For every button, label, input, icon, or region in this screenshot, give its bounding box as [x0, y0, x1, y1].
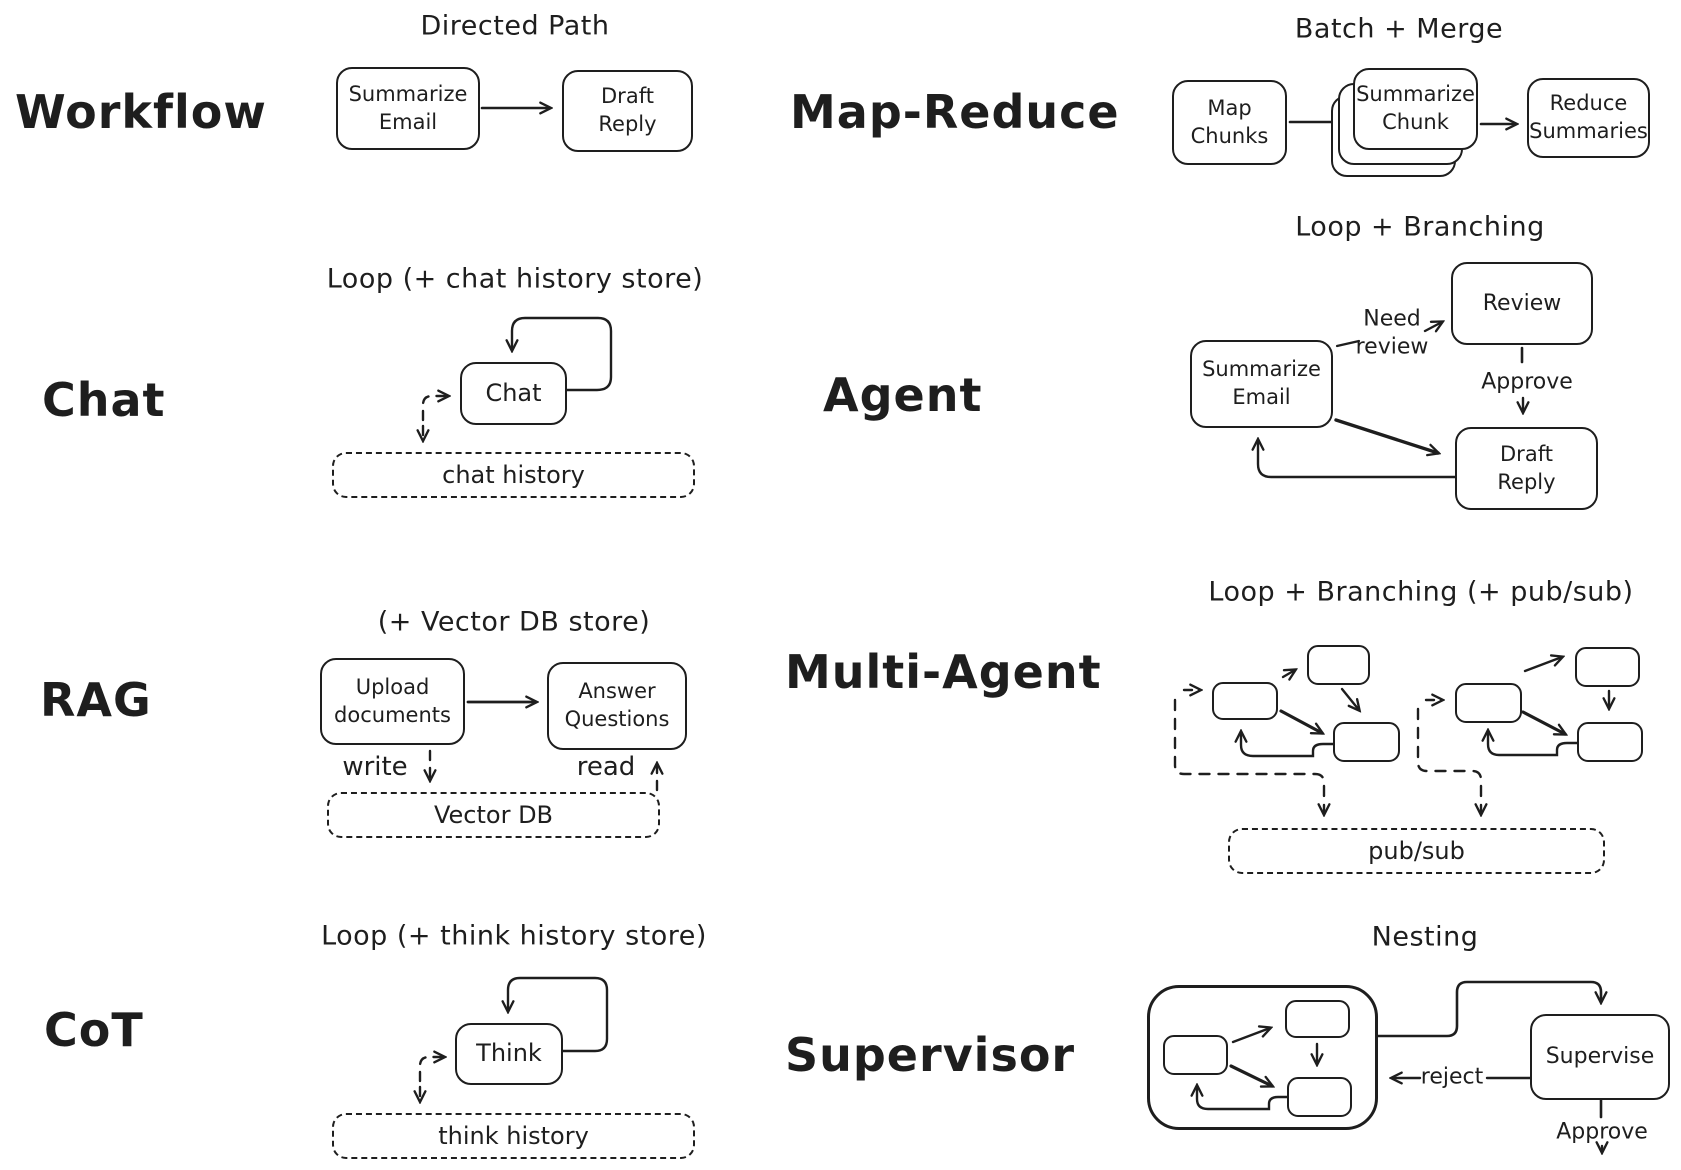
workflow-node-draft-reply: Draft Reply [562, 70, 693, 152]
supervisor-edge-label-approve: Approve [1556, 1119, 1648, 1145]
section-label-cot: CoT [44, 1003, 144, 1057]
section-label-supervisor: Supervisor [785, 1028, 1076, 1082]
sup-out-to-supervise-arrow [1376, 980, 1601, 1038]
agent-draft-return-arrow [1258, 440, 1457, 479]
ma1-node-top [1307, 645, 1370, 685]
ma2-node-top [1575, 647, 1640, 687]
section-title-agent: Loop + Branching [1295, 211, 1545, 243]
sup-loop-arrow [1197, 1086, 1289, 1111]
mapreduce-node-reduce-summaries: Reduce Summaries [1527, 78, 1650, 158]
agent-node-review: Review [1451, 262, 1593, 345]
ma2-left-to-top-arrow [1523, 657, 1562, 673]
chat-loop-arrow [512, 316, 613, 392]
rag-edge-label-write: write [342, 751, 408, 782]
cot-node-think: Think [455, 1023, 563, 1085]
section-title-rag: (+ Vector DB store) [377, 606, 651, 638]
ma1-node-left [1212, 682, 1278, 720]
ma1-left-to-top-arrow [1281, 670, 1295, 677]
section-title-multi-agent: Loop + Branching (+ pub/sub) [1208, 576, 1634, 608]
ma2-loop-arrow [1488, 731, 1579, 757]
section-label-rag: RAG [40, 673, 152, 727]
supervisor-inner-node-top [1285, 1000, 1350, 1038]
ma1-node-bottom [1333, 722, 1400, 762]
chat-read-dashed-arrow [421, 396, 448, 422]
supervisor-nested-container [1147, 985, 1378, 1130]
cot-think-history-store: think history [332, 1113, 695, 1159]
agent-edge-label-approve: Approve [1481, 369, 1573, 395]
rag-vector-db-store: Vector DB [327, 792, 660, 838]
section-title-supervisor: Nesting [1371, 921, 1479, 953]
cot-read-dashed-arrow [418, 1057, 444, 1083]
section-title-workflow: Directed Path [420, 10, 610, 42]
section-label-chat: Chat [42, 373, 166, 427]
supervisor-node-supervise: Supervise [1530, 1014, 1670, 1100]
multi-agent-pubsub-store: pub/sub [1228, 828, 1605, 874]
agent-needreview-tail [1335, 339, 1361, 348]
supervisor-inner-node-left [1163, 1035, 1228, 1075]
section-label-map-reduce: Map-Reduce [790, 85, 1120, 139]
section-title-cot: Loop (+ think history store) [321, 920, 707, 952]
mapreduce-node-map-chunks: Map Chunks [1172, 80, 1287, 165]
ma2-pubsub-dashed-arrow [1416, 707, 1481, 814]
workflow-node-summarize-email: Summarize Email [336, 67, 480, 150]
ma2-node-bottom [1577, 722, 1643, 762]
cot-loop-arrow [508, 976, 609, 1053]
section-title-chat: Loop (+ chat history store) [326, 263, 704, 295]
sup-left-to-top-arrow [1231, 1028, 1270, 1044]
section-title-map-reduce: Batch + Merge [1294, 13, 1504, 45]
section-label-agent: Agent [823, 368, 983, 422]
ma1-top-to-bottom-arrow [1340, 687, 1359, 710]
rag-node-answer-questions: Answer Questions [547, 662, 687, 750]
sup-left-to-bottom-arrow [1229, 1064, 1272, 1086]
ma2-node-left [1455, 683, 1522, 723]
chat-history-store: chat history [332, 452, 695, 498]
ma1-loop-arrow [1241, 732, 1335, 758]
section-label-workflow: Workflow [15, 85, 267, 139]
agent-edge-label-need-review: Need review [1355, 306, 1429, 360]
agent-summarize-to-draft-arrow [1334, 418, 1438, 453]
agent-node-summarize-email: Summarize Email [1190, 340, 1333, 428]
section-label-multi-agent: Multi-Agent [785, 645, 1102, 699]
supervisor-edge-label-reject: reject [1420, 1064, 1484, 1090]
rag-node-upload-documents: Upload documents [320, 658, 465, 745]
agent-node-draft-reply: Draft Reply [1455, 427, 1598, 510]
ma2-left-to-bottom-arrow [1521, 710, 1565, 734]
mapreduce-node-summarize-chunk: Summarize Chunk [1353, 68, 1478, 150]
agent-needreview-arrow [1423, 322, 1442, 331]
ma1-left-to-bottom-arrow [1279, 709, 1322, 733]
chat-node-chat: Chat [460, 362, 567, 425]
supervisor-inner-node-bottom [1287, 1077, 1352, 1117]
rag-edge-label-read: read [576, 751, 636, 782]
